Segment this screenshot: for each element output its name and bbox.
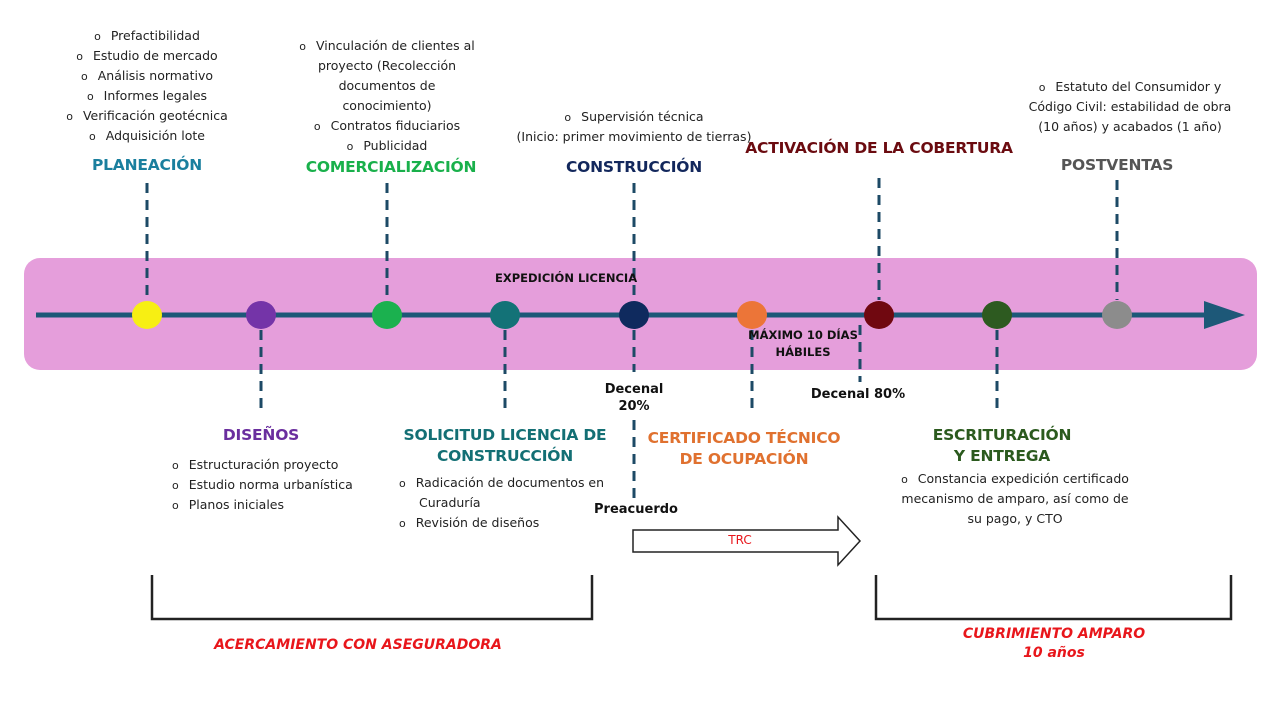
list-item: su pago, y CTO [967,511,1063,526]
list-item: Verificación geotécnica [47,106,247,126]
planeacion-title: PLANEACIÓN [91,156,203,174]
node-planeacion [132,301,162,329]
list-item: (Inicio: primer movimiento de tierras) [516,129,752,144]
list-item: (10 años) y acabados (1 año) [1038,119,1222,134]
list-item: Análisis normativo [47,66,247,86]
construccion-title: CONSTRUCCIÓN [565,158,703,176]
bracket-acercamiento [150,575,594,621]
node-postventas [1102,301,1132,329]
comercializacion-list: Vinculación de clientes al proyecto (Rec… [279,36,495,156]
expedicion-licencia-label: EXPEDICIÓN LICENCIA [495,271,638,285]
escrituracion-list: Constancia expedición certificado mecani… [890,469,1140,529]
maximo-dias-label: MÁXIMO 10 DÍAS HÁBILES [738,327,868,361]
list-item: Contratos fiduciarios [279,116,495,136]
list-item: Constancia expedición certificado [890,469,1140,489]
node-solicitud [490,301,520,329]
maximo-dias-line2: HÁBILES [775,345,831,359]
list-item: mecanismo de amparo, así como de [901,491,1129,506]
list-item: Publicidad [279,136,495,156]
certificado-title-line1: CERTIFICADO TÉCNICO [647,429,841,447]
list-item: Estudio norma urbanística [172,475,353,495]
trc-arrow [632,515,862,567]
list-item: Vinculación de clientes al [279,36,495,56]
list-item: Código Civil: estabilidad de obra [1028,99,1232,114]
preacuerdo-label: Preacuerdo [594,502,678,517]
list-item: Estructuración proyecto [172,455,353,475]
node-construccion [619,301,649,329]
timeline-arrowhead [1204,301,1245,329]
solicitud-list: Radicación de documentos en Curaduría Re… [399,473,604,533]
construccion-list: Supervisión técnica (Inicio: primer movi… [500,107,768,147]
list-item: Curaduría [419,495,481,510]
comercializacion-title: COMERCIALIZACIÓN [305,158,477,176]
bracket-cubrimiento [874,575,1233,621]
list-item: documentos de [338,78,436,93]
disenos-title: DISEÑOS [222,426,300,444]
maximo-dias-line1: MÁXIMO 10 DÍAS [748,328,858,342]
list-item: proyecto (Recolección [317,58,457,73]
list-item: Estudio de mercado [47,46,247,66]
acercamiento-label: ACERCAMIENTO CON ASEGURADORA [214,637,502,653]
decenal-80-label: Decenal 80% [810,387,906,402]
postventas-list: Estatuto del Consumidor y Código Civil: … [1010,77,1250,137]
cubrimiento-label: CUBRIMIENTO AMPARO 10 años [954,625,1154,663]
list-item: Estatuto del Consumidor y [1010,77,1250,97]
postventas-title: POSTVENTAS [1060,156,1174,174]
decenal-20-line1: Decenal [604,382,664,397]
list-item: Supervisión técnica [500,107,768,127]
solicitud-title-line2: CONSTRUCCIÓN [436,447,574,465]
solicitud-title: SOLICITUD LICENCIA DE CONSTRUCCIÓN [395,425,615,467]
decenal-20-line2: 20% [618,399,650,414]
node-comercializacion [372,301,402,329]
list-item: Informes legales [47,86,247,106]
decenal-20-label: Decenal 20% [594,381,674,415]
certificado-title-line2: DE OCUPACIÓN [679,450,809,468]
list-item: Radicación de documentos en [399,473,604,493]
node-certificado [737,301,767,329]
node-escrituracion [982,301,1012,329]
solicitud-title-line1: SOLICITUD LICENCIA DE [403,426,607,444]
list-item: Planos iniciales [172,495,353,515]
cubrimiento-line2: 10 años [1023,645,1085,661]
list-item: conocimiento) [342,98,432,113]
node-disenos [246,301,276,329]
list-item: Prefactibilidad [47,26,247,46]
planeacion-list: Prefactibilidad Estudio de mercado Análi… [47,26,247,146]
node-activacion [864,301,894,329]
escrituracion-title-line1: ESCRITURACIÓN [932,426,1072,444]
disenos-list: Estructuración proyecto Estudio norma ur… [172,455,353,515]
trc-label: TRC [728,533,752,547]
activacion-title: ACTIVACIÓN DE LA COBERTURA [745,139,1013,157]
certificado-title: CERTIFICADO TÉCNICO DE OCUPACIÓN [644,428,844,470]
cubrimiento-line1: CUBRIMIENTO AMPARO [962,626,1146,642]
escrituracion-title-line2: Y ENTREGA [953,447,1051,465]
list-item: Adquisición lote [47,126,247,146]
list-item: Revisión de diseños [399,513,604,533]
escrituracion-title: ESCRITURACIÓN Y ENTREGA [912,425,1092,467]
